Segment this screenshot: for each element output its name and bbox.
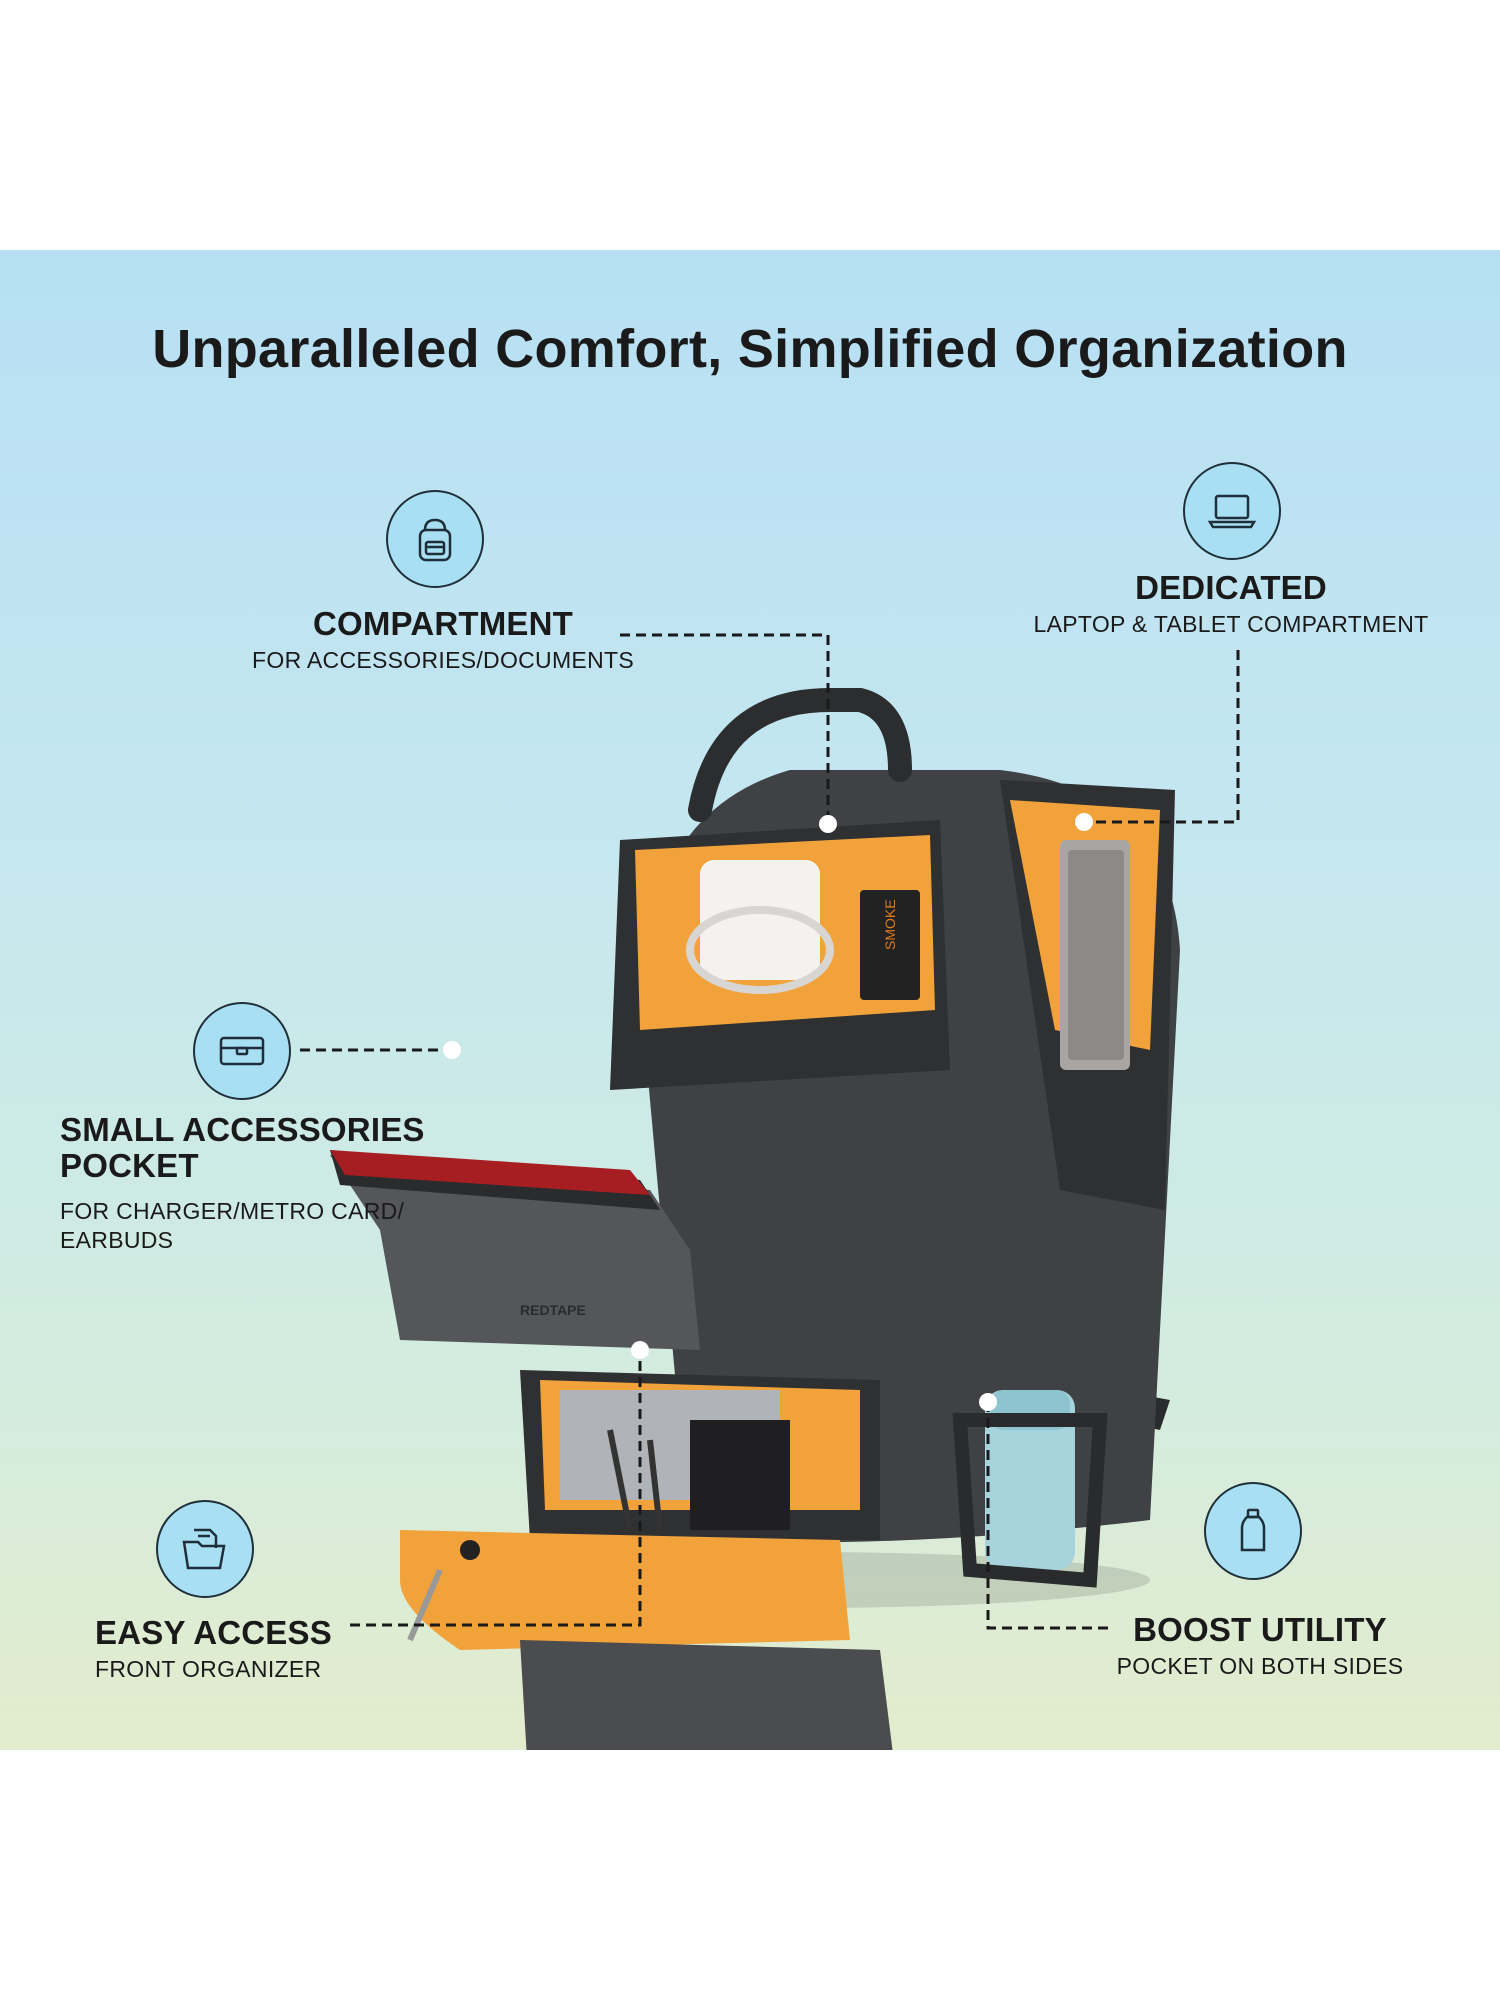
dedicated-leader: [1082, 650, 1240, 824]
handle: [688, 688, 912, 822]
feature-subtitle: POCKET ON BOTH SIDES: [1116, 1653, 1404, 1680]
feature-title: DEDICATED: [1135, 569, 1327, 606]
notepad: [690, 1420, 790, 1530]
feature-title-line2: POCKET: [60, 1147, 199, 1185]
laptop-icon: [1183, 462, 1281, 560]
feature-title: EASY ACCESS: [95, 1614, 332, 1651]
charger: [700, 860, 820, 980]
cable: [686, 906, 834, 994]
easy-access-marker: [631, 1341, 649, 1359]
brand-tag: REDTAPE: [520, 1302, 586, 1318]
boost-utility-leader: [986, 1402, 1108, 1630]
compartment-leader: [620, 633, 830, 825]
notebook: [860, 890, 920, 1000]
feature-small-accessories-pocket: SMALL ACCESSORIES POCKET FOR CHARGER/MET…: [60, 1111, 480, 1256]
zipper-pull: [460, 1540, 480, 1560]
boost-utility-marker: [979, 1393, 997, 1411]
feature-boost-utility: BOOST UTILITY POCKET ON BOTH SIDES: [1100, 1611, 1420, 1682]
feature-subtitle: LAPTOP & TABLET COMPARTMENT: [1033, 611, 1429, 638]
bottle-icon: [1204, 1482, 1302, 1580]
compartment-marker: [819, 815, 837, 833]
side-pocket: [952, 1413, 1108, 1588]
side-bottle: [985, 1390, 1075, 1570]
folder-icon: [156, 1500, 254, 1598]
feature-title: BOOST UTILITY: [1133, 1611, 1387, 1648]
feature-title-line1: SMALL ACCESSORIES: [60, 1111, 425, 1148]
pouch-icon: [193, 1002, 291, 1100]
callout-lines: [300, 633, 1240, 1630]
notebook-label: SMOKE: [882, 899, 898, 950]
feature-subtitle: FOR ACCESSORIES/DOCUMENTS: [252, 647, 634, 674]
small-pocket-marker: [443, 1041, 461, 1059]
backpack-image: SMOKE REDTAPE: [330, 688, 1180, 1750]
front-pocket-lining: [400, 1530, 850, 1650]
feature-easy-access: EASY ACCESS FRONT ORGANIZER: [95, 1614, 395, 1685]
booklet: [330, 1150, 650, 1195]
feature-subtitle: FRONT ORGANIZER: [95, 1656, 322, 1683]
headline: Unparalleled Comfort, Simplified Organiz…: [152, 319, 1348, 379]
feature-subtitle-line2: EARBUDS: [60, 1227, 174, 1254]
key: [407, 1568, 443, 1642]
feature-panel: Unparalleled Comfort, Simplified Organiz…: [0, 250, 1500, 1750]
feature-subtitle-line1: FOR CHARGER/METRO CARD/: [60, 1197, 405, 1224]
pen: [607, 1429, 633, 1531]
backpack-icon: [386, 490, 484, 588]
feature-title: COMPARTMENT: [312, 605, 574, 642]
feature-compartment: COMPARTMENT FOR ACCESSORIES/DOCUMENTS: [220, 605, 666, 676]
dedicated-marker: [1075, 813, 1093, 831]
easy-access-leader: [350, 1350, 642, 1627]
feature-dedicated: DEDICATED LAPTOP & TABLET COMPARTMENT: [1010, 569, 1452, 640]
